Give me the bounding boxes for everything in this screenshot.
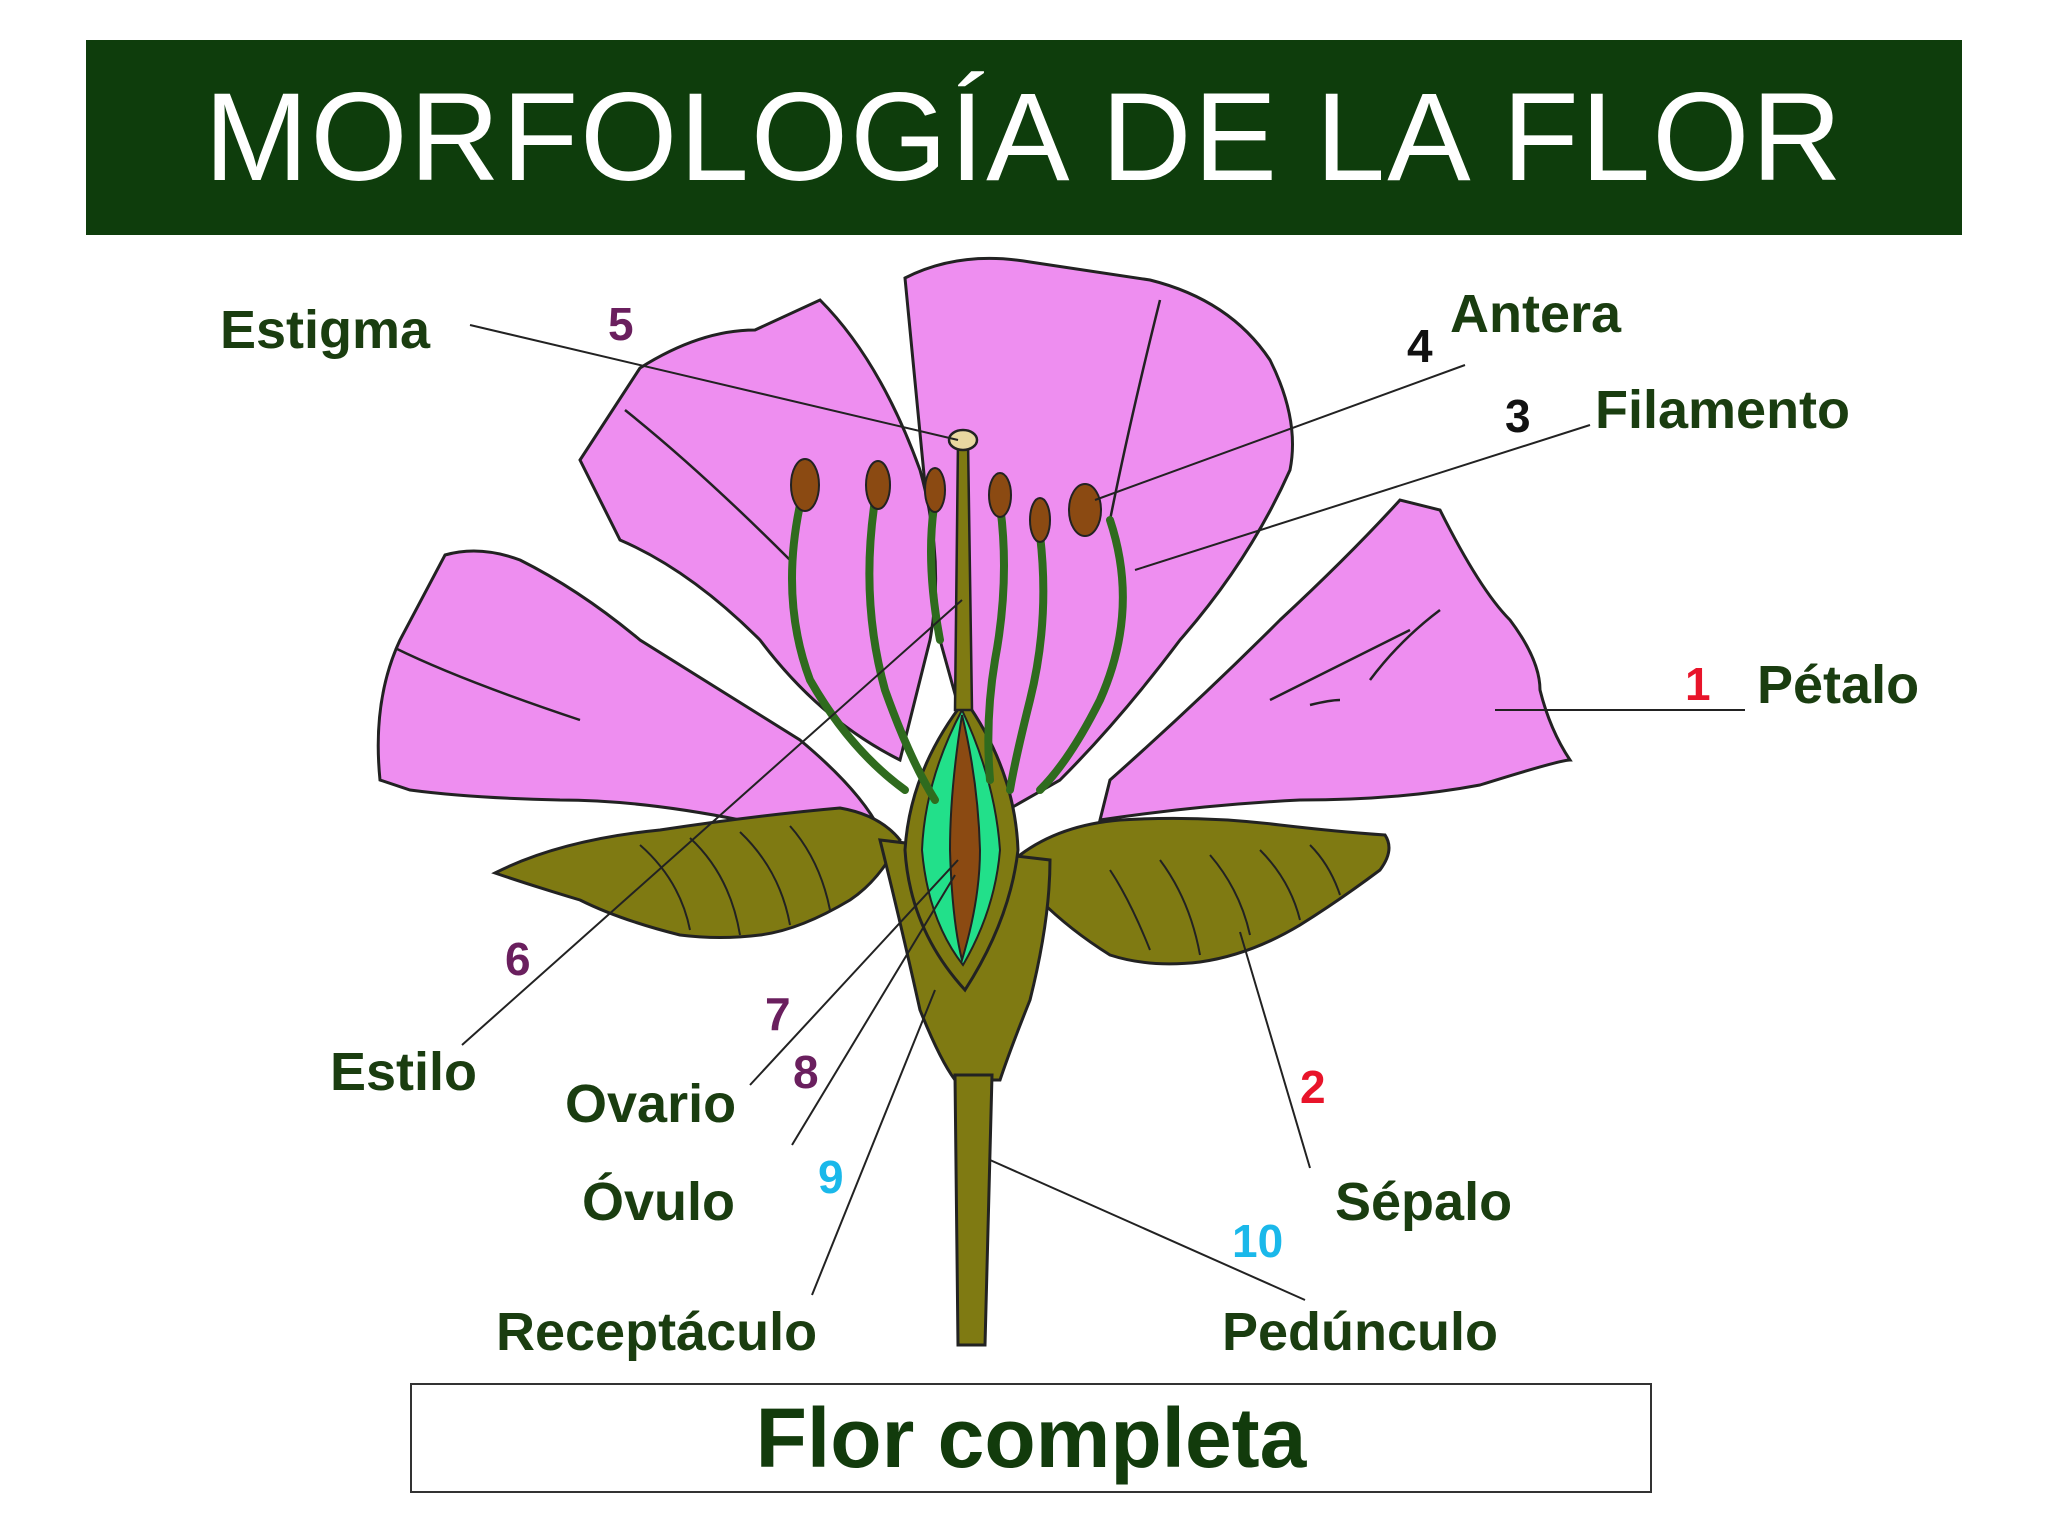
label-pedunculo: Pedúnculo bbox=[1222, 1302, 1498, 1362]
caption-box: Flor completa bbox=[410, 1383, 1652, 1493]
stigma bbox=[947, 428, 979, 452]
label-sepalo: Sépalo bbox=[1335, 1172, 1512, 1232]
number-5: 5 bbox=[608, 298, 634, 350]
leader-sepalo bbox=[1239, 931, 1311, 1169]
anther bbox=[1068, 483, 1102, 537]
label-ovario: Ovario bbox=[565, 1074, 736, 1134]
leader-filamento bbox=[1134, 424, 1591, 571]
number-9: 9 bbox=[818, 1151, 844, 1203]
label-petalo: Pétalo bbox=[1757, 655, 1919, 715]
anther bbox=[988, 472, 1012, 518]
peduncle bbox=[953, 1073, 994, 1347]
label-filamento: Filamento bbox=[1595, 380, 1850, 440]
leader-estilo bbox=[461, 599, 963, 1046]
leader-antera bbox=[1094, 364, 1466, 501]
leader-lines bbox=[461, 324, 1745, 1301]
sepal-ribs bbox=[639, 825, 1341, 956]
number-6: 6 bbox=[505, 933, 531, 985]
sepal-left bbox=[491, 806, 902, 939]
filaments bbox=[788, 496, 1127, 804]
leader-ovulo bbox=[791, 874, 956, 1146]
sepals bbox=[491, 806, 1391, 966]
leader-receptaculo bbox=[811, 989, 936, 1296]
leader-pedunculo bbox=[989, 1159, 1306, 1301]
sepal-right bbox=[1018, 816, 1391, 966]
label-antera: Antera bbox=[1450, 284, 1622, 344]
number-1: 1 bbox=[1685, 658, 1711, 710]
number-3: 3 bbox=[1505, 390, 1531, 442]
number-4: 4 bbox=[1407, 320, 1433, 372]
title-banner: MORFOLOGÍA DE LA FLOR bbox=[86, 40, 1962, 235]
anthers bbox=[790, 458, 1102, 543]
petal-center bbox=[903, 256, 1294, 823]
ovule-cluster bbox=[948, 714, 982, 964]
page-title: MORFOLOGÍA DE LA FLOR bbox=[204, 68, 1844, 207]
petal-veins bbox=[394, 299, 1441, 722]
anther bbox=[865, 460, 891, 510]
number-7: 7 bbox=[765, 988, 791, 1040]
anther bbox=[924, 467, 946, 513]
number-2: 2 bbox=[1300, 1061, 1326, 1113]
label-ovulo: Óvulo bbox=[582, 1172, 735, 1232]
anther bbox=[1029, 497, 1051, 543]
petal-right bbox=[1097, 498, 1573, 822]
label-estigma: Estigma bbox=[220, 300, 431, 360]
leader-estigma bbox=[469, 324, 959, 441]
anther bbox=[790, 458, 820, 512]
number-10: 10 bbox=[1232, 1215, 1283, 1267]
caption: Flor completa bbox=[755, 1390, 1307, 1485]
label-estilo: Estilo bbox=[330, 1042, 477, 1102]
style bbox=[953, 438, 974, 712]
leader-ovario bbox=[749, 859, 959, 1086]
label-receptaculo: Receptáculo bbox=[496, 1302, 817, 1362]
number-8: 8 bbox=[793, 1046, 819, 1098]
